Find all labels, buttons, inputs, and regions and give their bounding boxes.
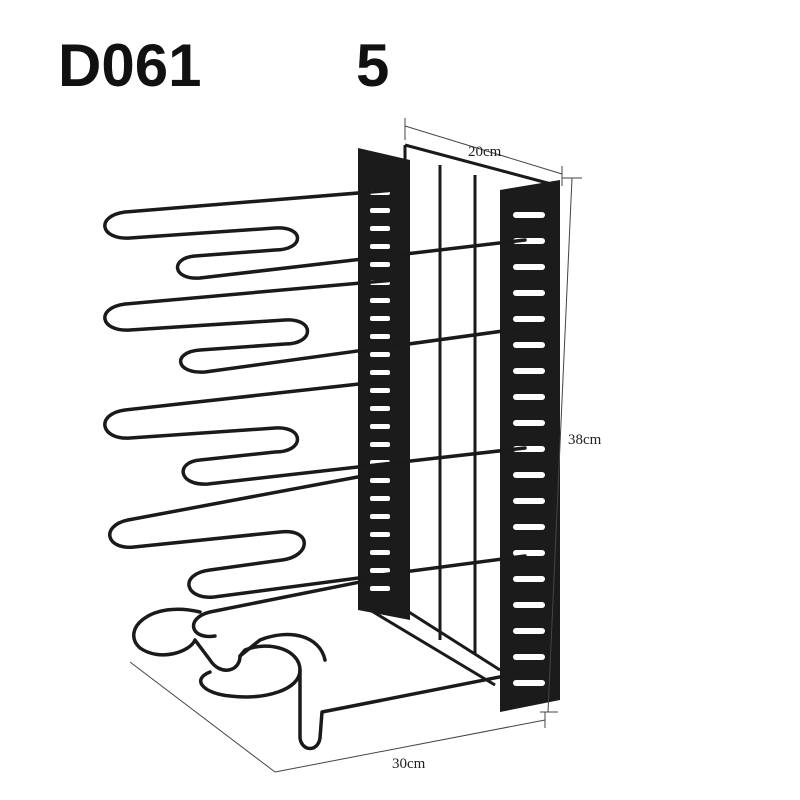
wire-shelf-1: [103, 188, 527, 280]
right-upright: [500, 180, 560, 712]
wire-shelf-2: [103, 278, 527, 374]
model-code: D061: [58, 32, 202, 99]
wire-shelves: [103, 188, 527, 751]
dimension-guides: [129, 118, 582, 773]
tier-count: 5: [356, 32, 390, 99]
wire-shelf-4: [108, 468, 527, 599]
right-upright-slots: [513, 212, 545, 686]
wire-base-foot: [298, 668, 527, 751]
wire-shelf-5: [191, 573, 397, 639]
dimension-depth-label: 30cm: [392, 756, 426, 772]
dimension-width-label: 20cm: [468, 144, 502, 160]
wire-shelf-3: [103, 378, 527, 486]
dimension-height-label: 38cm: [568, 432, 602, 448]
